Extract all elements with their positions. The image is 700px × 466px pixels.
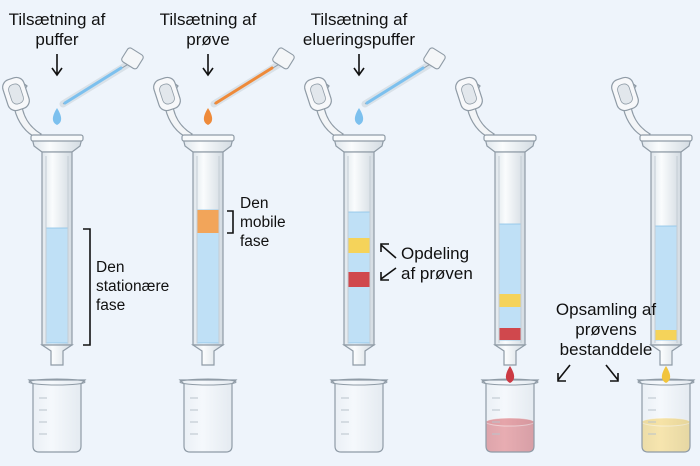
column-lid <box>611 76 651 139</box>
pipette-cap <box>423 47 446 70</box>
column-lid <box>2 76 42 139</box>
pipette-liquid <box>214 66 274 105</box>
arrow-step2 <box>202 54 214 77</box>
arrow-step1 <box>51 54 63 77</box>
beaker-glass <box>480 379 540 453</box>
beaker <box>480 378 540 453</box>
pipette-cap <box>121 47 144 70</box>
sample-band-2 <box>499 328 521 340</box>
beaker-glass <box>636 379 696 453</box>
collection-label: Opsamling af prøvens bestanddele <box>555 300 657 359</box>
column-4 <box>455 76 540 453</box>
beaker-glass <box>178 379 238 453</box>
column-nozzle <box>649 344 683 366</box>
beaker-glass <box>27 379 87 453</box>
column-2 <box>153 47 295 453</box>
sample-band-1 <box>348 238 370 253</box>
sample-band-2 <box>348 272 370 287</box>
beaker-rim <box>330 378 388 386</box>
step3-title: Tilsætning af elueringspuffer <box>302 10 416 49</box>
arrow-to-red-band <box>380 267 397 281</box>
collected-drop <box>661 366 671 383</box>
beaker <box>329 378 389 453</box>
separation-label: Opdeling af prøven <box>401 244 473 283</box>
column-nozzle <box>342 344 376 366</box>
bracket-mobile <box>227 210 234 234</box>
bracket-stationary <box>83 228 91 346</box>
column-rim <box>483 134 537 142</box>
pipette-liquid <box>63 66 123 105</box>
beaker-rim <box>179 378 237 386</box>
pipette <box>361 47 446 108</box>
column-nozzle <box>40 344 74 366</box>
arrow-to-yellow-band <box>380 243 397 259</box>
column-nozzle <box>191 344 225 366</box>
stationary-phase <box>498 223 522 341</box>
pipette <box>59 47 144 108</box>
lid-cap-inner <box>461 83 477 105</box>
beaker <box>636 378 696 453</box>
stationary-phase <box>45 227 69 344</box>
column-5 <box>611 76 696 453</box>
beaker <box>27 378 87 453</box>
beaker-rim <box>28 378 86 386</box>
liquid-drop <box>203 108 213 125</box>
lid-cap-inner <box>310 83 326 105</box>
liquid-drop <box>354 108 364 125</box>
arrow-step3 <box>353 54 365 77</box>
lid-cap-inner <box>159 83 175 105</box>
column-lid <box>304 76 344 139</box>
mobile-phase-label: Den mobile fase <box>240 195 286 250</box>
beaker-glass <box>329 379 389 453</box>
column-lid <box>455 76 495 139</box>
pipette <box>210 47 295 108</box>
arrow-to-red-beaker <box>557 364 571 382</box>
step1-title: Tilsætning af puffer <box>8 10 106 49</box>
lid-cap-inner <box>617 83 633 105</box>
beaker <box>178 378 238 453</box>
sample-band-1 <box>655 330 677 340</box>
pipette-liquid <box>365 66 425 105</box>
lid-cap-inner <box>8 83 24 105</box>
column-rim <box>332 134 386 142</box>
sample-band-1 <box>499 294 521 307</box>
sample-band-1 <box>197 210 219 233</box>
column-rim <box>639 134 693 142</box>
pipette-cap <box>272 47 295 70</box>
collected-drop <box>505 366 515 383</box>
arrow-to-yellow-beaker <box>605 364 619 382</box>
column-lid <box>153 76 193 139</box>
liquid-drop <box>52 108 62 125</box>
column-3 <box>304 47 446 453</box>
step2-title: Tilsætning af prøve <box>159 10 257 49</box>
column-nozzle <box>493 344 527 366</box>
stationary-phase-label: Den stationære fase <box>96 259 170 314</box>
column-1 <box>2 47 144 453</box>
column-rim <box>181 134 235 142</box>
column-rim <box>30 134 84 142</box>
